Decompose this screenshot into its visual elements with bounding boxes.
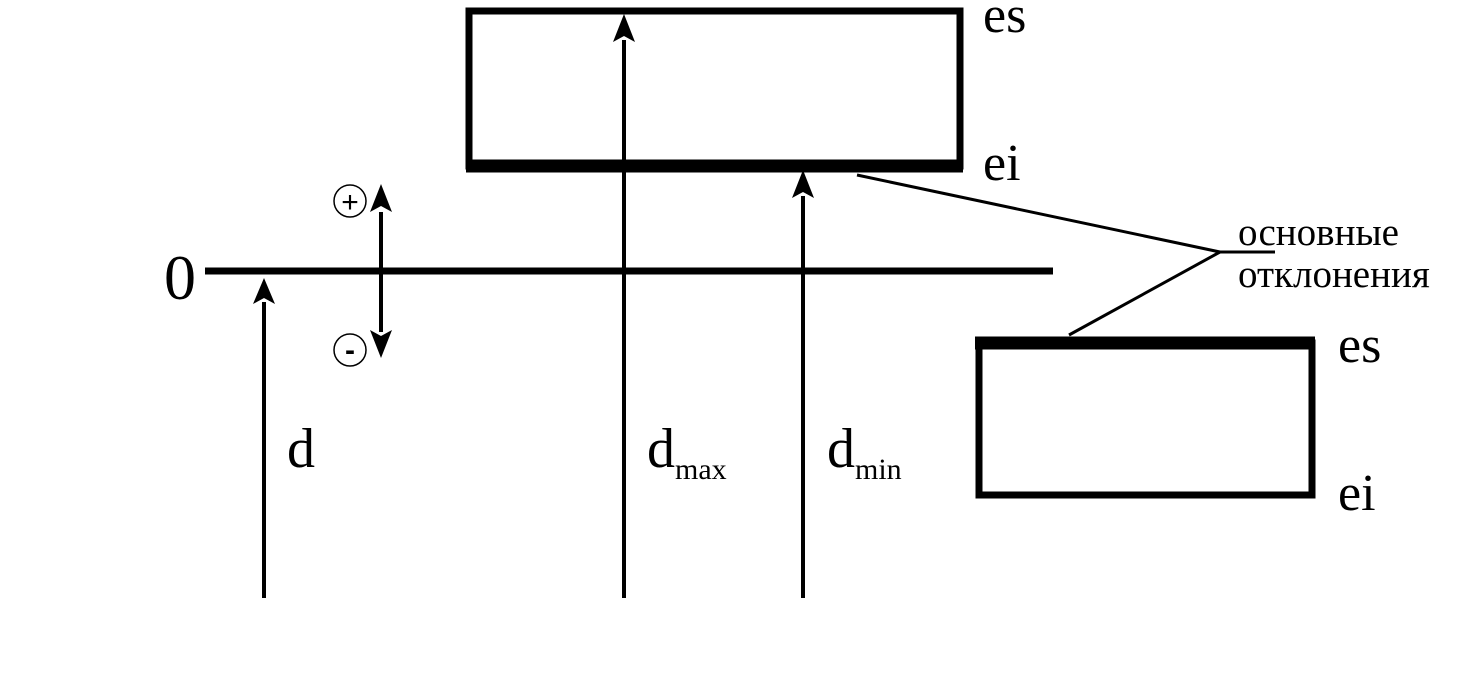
- arrow-up-icon: [253, 278, 275, 304]
- dimension-dmax: dmax: [613, 14, 727, 598]
- dimension-dmax-subscript: max: [675, 453, 727, 486]
- basic-deviation-label-line2: отклонения: [1238, 253, 1430, 296]
- arrow-up-icon: [792, 170, 814, 198]
- down-arrow-icon: [370, 330, 392, 358]
- minus-circle-icon: [333, 333, 367, 367]
- dimension-dmin: dmin: [792, 170, 902, 598]
- dimension-dmax-symbol: d: [647, 418, 675, 480]
- minus-sign: -: [345, 334, 355, 367]
- dimension-dmin-subscript: min: [855, 453, 902, 486]
- dimension-d: d: [253, 278, 315, 598]
- basic-deviation-leader: основные отклонения: [856, 173, 1430, 337]
- upper-field-ei-label: ei: [983, 135, 1021, 192]
- lower-field-es-label: es: [1338, 317, 1381, 374]
- up-arrow-icon: [370, 184, 392, 212]
- arrow-up-icon: [613, 14, 635, 42]
- upper-field-es-label: es: [983, 0, 1026, 44]
- plus-circle-icon: [333, 184, 367, 218]
- dimension-d-label: d: [287, 418, 315, 480]
- dimension-dmin-symbol: d: [827, 418, 855, 480]
- dimension-dmin-label: dmin: [827, 418, 902, 486]
- plus-sign: +: [341, 186, 359, 219]
- lower-field-ei-label: ei: [1338, 465, 1376, 522]
- tolerance-field-upper: es ei: [465, 0, 1026, 192]
- sign-indicator: + -: [333, 184, 392, 367]
- tolerance-field-lower: es ei: [975, 317, 1381, 522]
- dimension-dmax-label: dmax: [647, 418, 727, 486]
- basic-deviation-label-line1: основные: [1238, 211, 1399, 254]
- zero-line-label: 0: [164, 242, 196, 313]
